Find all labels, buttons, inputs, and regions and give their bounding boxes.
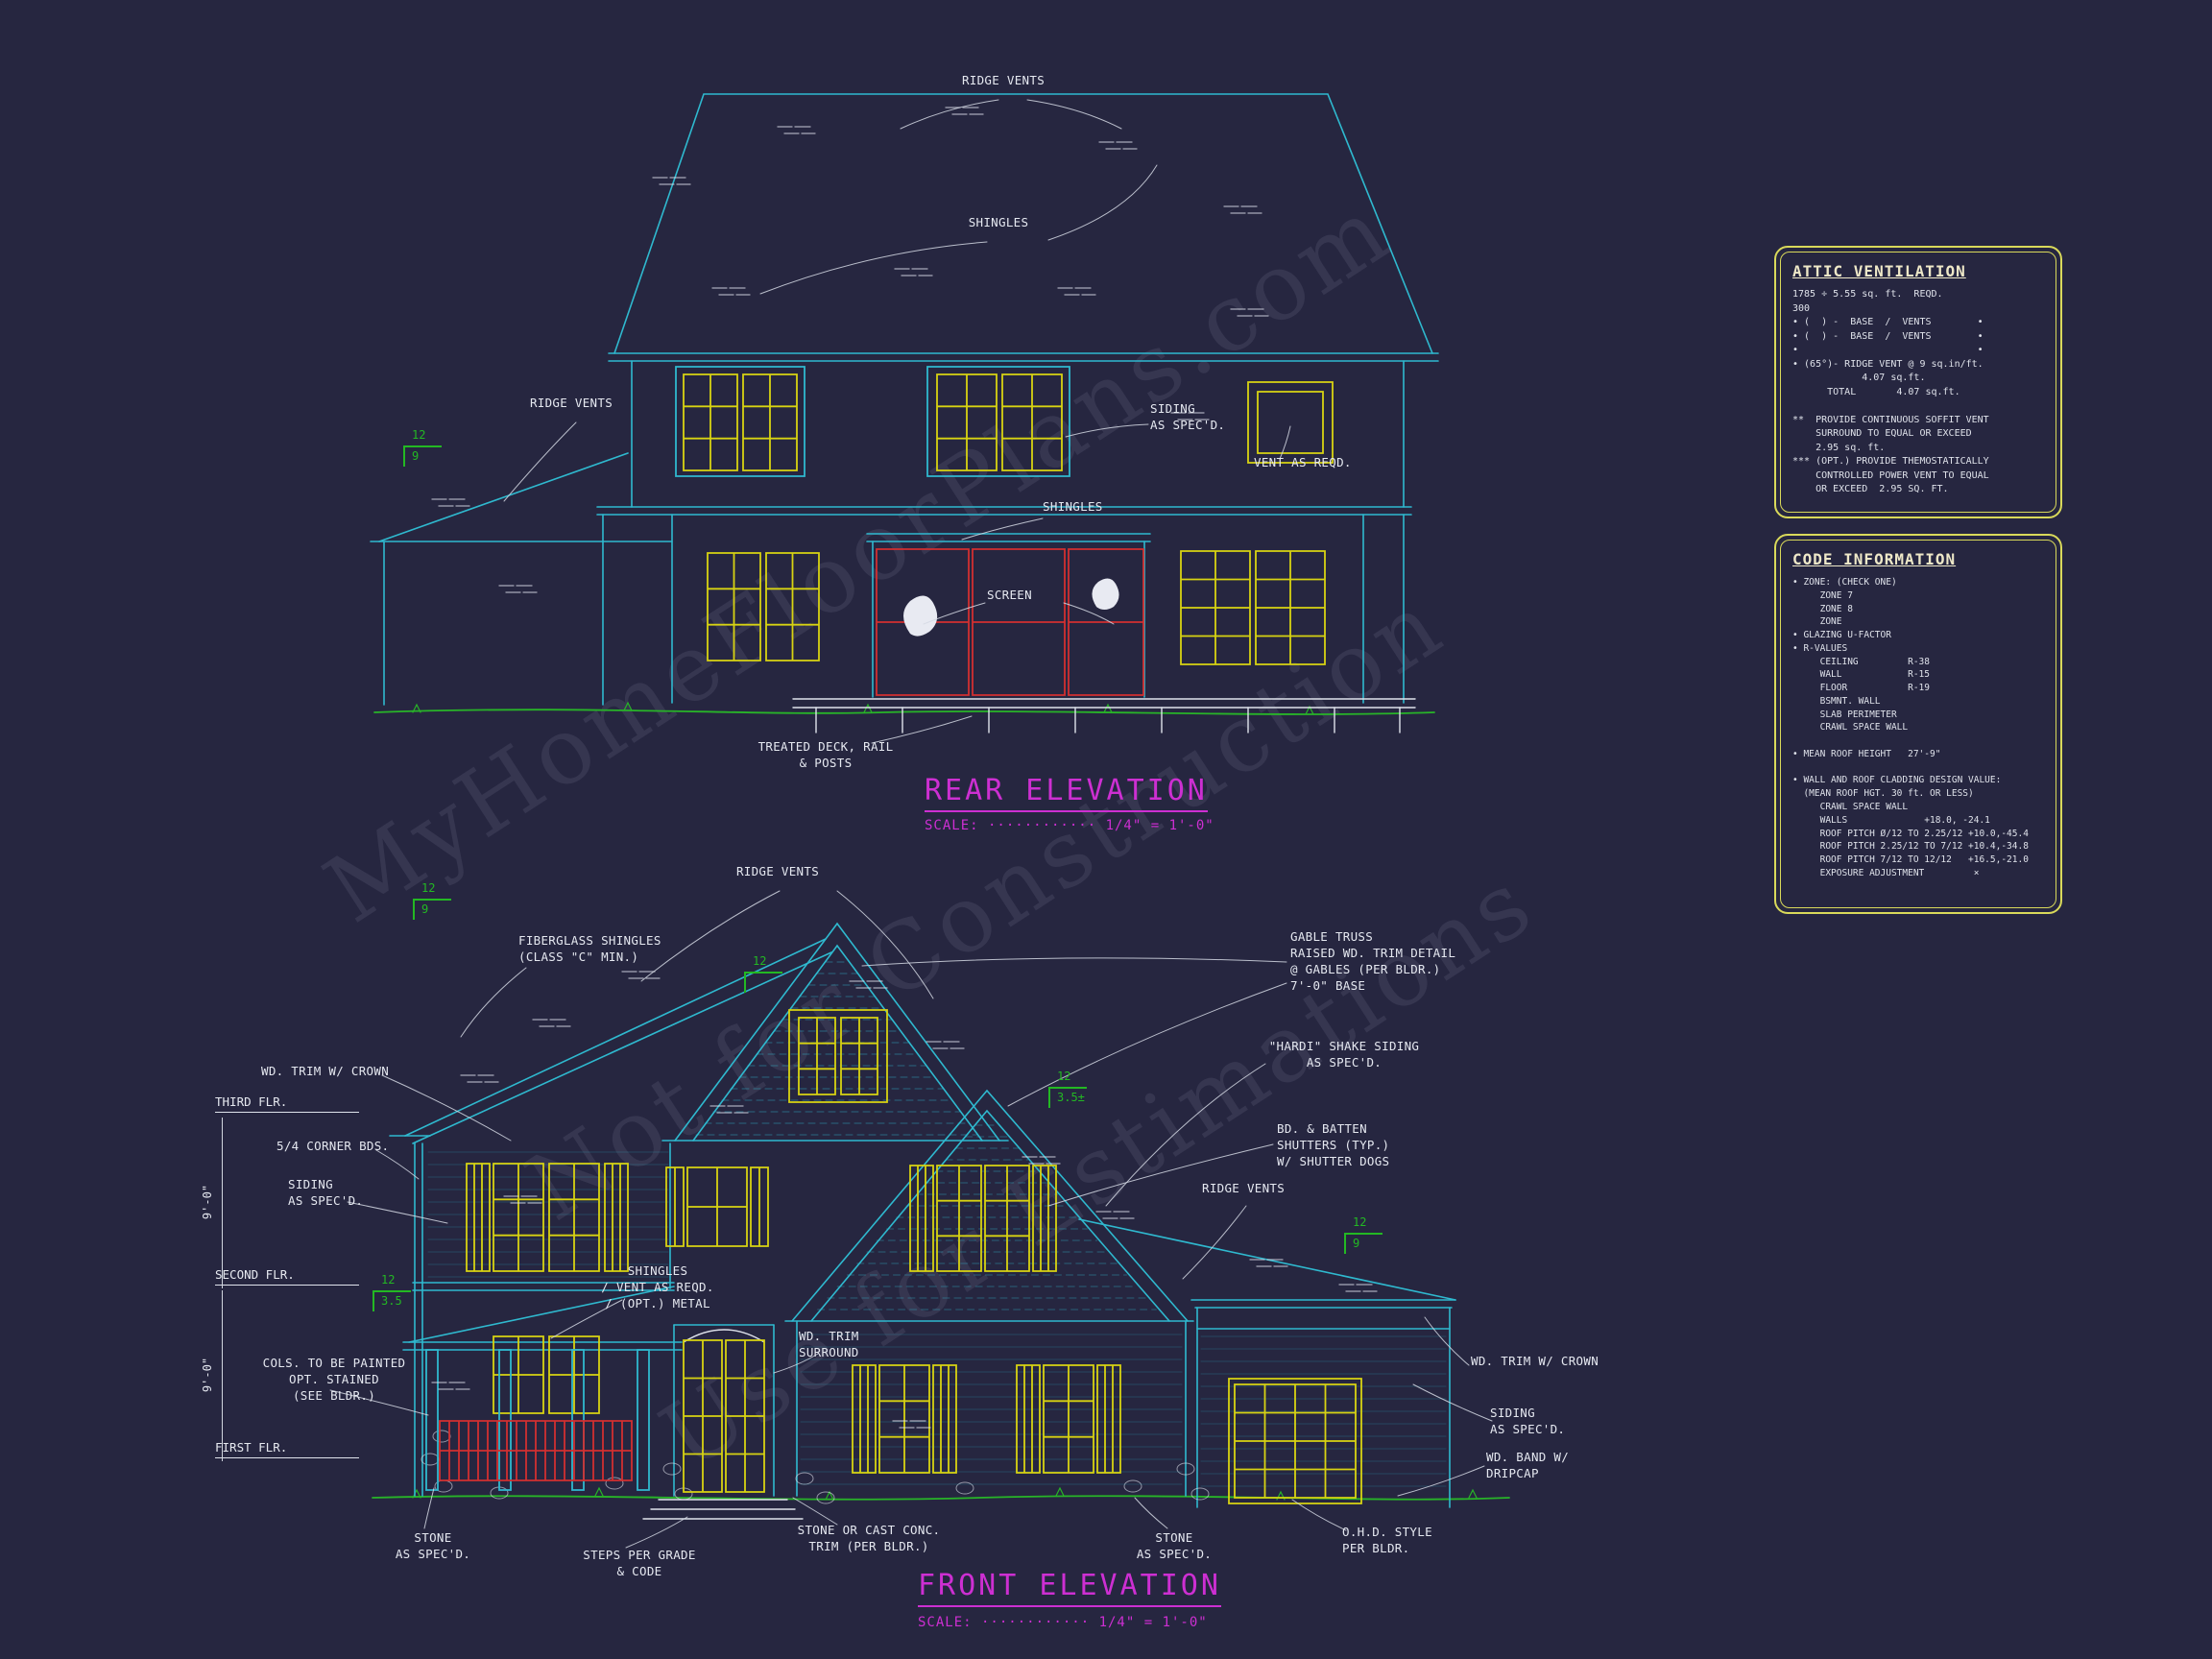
- dimension-line-upper: [222, 1118, 223, 1288]
- roof-pitch-marker: 12 9: [1344, 1215, 1388, 1256]
- front-label-wd-band: WD. BAND W/ DRIPCAP: [1486, 1450, 1570, 1480]
- ground-lines: [372, 701, 1510, 1501]
- front-elevation-title: FRONT ELEVATION: [918, 1569, 1221, 1607]
- attic-ventilation-panel: ATTIC VENTILATION 1785 ÷ 5.55 sq. ft. RE…: [1774, 246, 2062, 518]
- code-panel-title: CODE INFORMATION: [1792, 550, 1957, 568]
- front-label-wd-trim-left: WD. TRIM W/ CROWN: [261, 1064, 390, 1078]
- rear-label-vent-reqd: VENT AS REQD.: [1254, 455, 1352, 469]
- pitch-rise: 3.5±: [1057, 1091, 1085, 1104]
- front-label-gable-truss: GABLE TRUSS RAISED WD. TRIM DETAIL @ GAB…: [1290, 929, 1456, 993]
- rear-elevation-scale: SCALE: ············ 1/4" = 1'-0": [925, 818, 1214, 833]
- front-label-wd-trim-right: WD. TRIM W/ CROWN: [1471, 1354, 1599, 1368]
- dimension-text-lower: 9'-0": [201, 1357, 215, 1393]
- front-label-steps: STEPS PER GRADE & CODE: [583, 1548, 696, 1578]
- brick-hatch-marks: [431, 107, 1378, 1429]
- code-panel-body: • ZONE: (CHECK ONE) ZONE 7 ZONE 8 ZONE• …: [1792, 577, 2029, 878]
- panel-inner-border: CODE INFORMATION • ZONE: (CHECK ONE) ZON…: [1780, 540, 2056, 908]
- leader-lines: [329, 99, 1493, 1549]
- rear-label-ridge-vents-left: RIDGE VENTS: [529, 396, 613, 410]
- pitch-rise: 9: [1353, 1237, 1360, 1250]
- screen-fabric-shapes: [903, 578, 1119, 637]
- rear-label-screen: SCREEN: [987, 588, 1032, 602]
- front-label-ridge-vents-top: RIDGE VENTS: [735, 864, 820, 878]
- front-label-stone-right: STONE AS SPEC'D.: [1136, 1530, 1213, 1561]
- pitch-run: 12: [381, 1273, 396, 1286]
- front-label-siding-left: SIDING AS SPEC'D.: [288, 1177, 364, 1208]
- pitch-run: 12: [1057, 1070, 1071, 1083]
- windows-doors: [425, 366, 1362, 1504]
- roof-pitch-marker: 12 3.5±: [1048, 1070, 1093, 1110]
- floor-line-third: THIRD FLR.: [215, 1094, 359, 1113]
- floor-line-second: SECOND FLR.: [215, 1267, 359, 1286]
- roof-pitch-marker: 12: [744, 954, 788, 995]
- front-label-shingles-vent: SHINGLES / VENT AS REQD. / (OPT.) METAL: [601, 1263, 714, 1310]
- front-label-wd-trim-surround: WD. TRIM SURROUND: [799, 1329, 859, 1359]
- front-label-ohd: O.H.D. STYLE PER BLDR.: [1342, 1525, 1432, 1555]
- front-label-fiberglass: FIBERGLASS SHINGLES (CLASS "C" MIN.): [518, 933, 661, 964]
- rear-label-shingles-lower: SHINGLES: [1043, 499, 1103, 514]
- dimension-line-lower: [222, 1290, 223, 1461]
- pitch-run: 12: [421, 881, 436, 895]
- code-information-panel: CODE INFORMATION • ZONE: (CHECK ONE) ZON…: [1774, 534, 2062, 914]
- front-label-hardi-shake: "HARDI" SHAKE SIDING AS SPEC'D.: [1268, 1039, 1420, 1070]
- front-label-cols: COLS. TO BE PAINTED OPT. STAINED (SEE BL…: [262, 1356, 406, 1403]
- front-label-siding-right: SIDING AS SPEC'D.: [1490, 1406, 1566, 1436]
- rear-label-deck: TREATED DECK, RAIL & POSTS: [757, 739, 894, 770]
- roof-pitch-marker: 12 9: [403, 428, 447, 469]
- front-label-stone-left: STONE AS SPEC'D.: [395, 1530, 471, 1561]
- pitch-run: 12: [412, 428, 426, 442]
- panel-inner-border: ATTIC VENTILATION 1785 ÷ 5.55 sq. ft. RE…: [1780, 252, 2056, 513]
- floor-label: THIRD FLR.: [215, 1094, 288, 1109]
- rear-label-ridge-vents-top: RIDGE VENTS: [961, 73, 1046, 87]
- front-elevation-scale: SCALE: ············ 1/4" = 1'-0": [918, 1615, 1208, 1630]
- siding-shake-texture: [427, 961, 1447, 1487]
- rear-elevation-title: REAR ELEVATION: [925, 774, 1208, 812]
- pitch-run: 12: [753, 954, 767, 968]
- front-label-stone-trim: STONE OR CAST CONC. TRIM (PER BLDR.): [797, 1523, 941, 1553]
- structure-lines: [370, 93, 1456, 1520]
- roof-pitch-marker: 12 9: [413, 881, 457, 922]
- floor-label: FIRST FLR.: [215, 1440, 288, 1455]
- dimension-text-upper: 9'-0": [201, 1184, 215, 1220]
- pitch-run: 12: [1353, 1215, 1367, 1229]
- front-label-ridge-vents-right: RIDGE VENTS: [1202, 1181, 1286, 1195]
- roof-pitch-marker: 12 3.5: [373, 1273, 417, 1313]
- attic-panel-title: ATTIC VENTILATION: [1792, 262, 1966, 280]
- attic-panel-body: 1785 ÷ 5.55 sq. ft. REQD.300• ( ) - BASE…: [1792, 289, 1989, 494]
- floor-line-first: FIRST FLR.: [215, 1440, 359, 1458]
- pitch-rise: 3.5: [381, 1294, 402, 1308]
- front-label-bd-batten: BD. & BATTEN SHUTTERS (TYP.) W/ SHUTTER …: [1277, 1121, 1390, 1168]
- rear-label-siding: SIDING AS SPEC'D.: [1150, 401, 1226, 432]
- pitch-rise: 9: [421, 902, 429, 916]
- rear-label-shingles-upper: SHINGLES: [968, 215, 1029, 229]
- pitch-rise: 9: [412, 449, 420, 463]
- front-label-corner-bds: 5/4 CORNER BDS.: [276, 1139, 390, 1153]
- floor-label: SECOND FLR.: [215, 1267, 295, 1282]
